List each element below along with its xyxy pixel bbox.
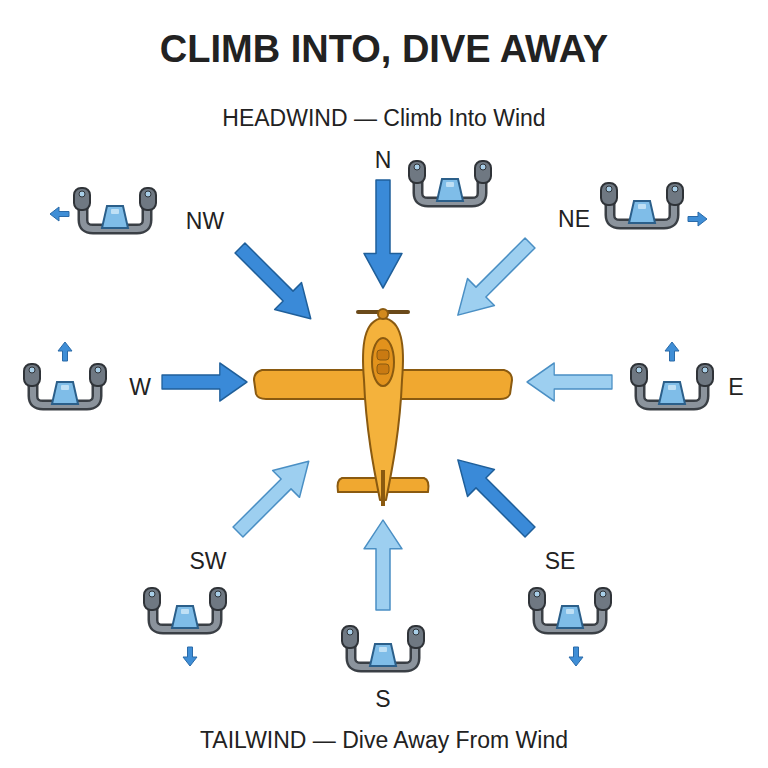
headwind-heading: HEADWIND — Climb Into Wind <box>222 106 545 131</box>
airplane <box>254 309 512 506</box>
wind-arrow <box>225 448 323 546</box>
compass-label: E <box>728 375 743 400</box>
wind-arrow <box>444 446 543 545</box>
compass-label: S <box>375 687 390 712</box>
compass-label: W <box>129 375 151 400</box>
compass-label: SW <box>189 549 226 574</box>
wind-arrow <box>527 363 612 401</box>
compass-label: SE <box>545 549 576 574</box>
tailwind-heading: TAILWIND — Dive Away From Wind <box>200 728 568 753</box>
wind-arrow <box>364 520 402 610</box>
yoke-motion-arrow <box>50 207 707 666</box>
diagram-title: CLIMB INTO, DIVE AWAY <box>160 29 608 71</box>
compass-label: N <box>375 148 392 173</box>
wind-arrow <box>227 235 325 333</box>
compass-label: NW <box>186 209 224 234</box>
wind-arrow <box>444 230 543 329</box>
wind-arrow <box>364 180 402 288</box>
control-yoke <box>24 161 713 667</box>
compass-label: NE <box>558 207 590 232</box>
wind-arrow <box>162 363 247 401</box>
